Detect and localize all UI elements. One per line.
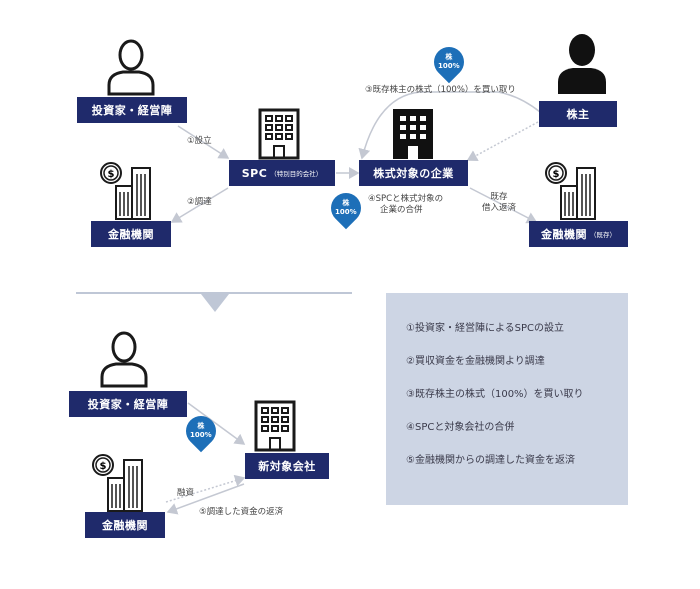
- arrow-buy: [358, 91, 541, 160]
- investor-box: 投資家・経営陣: [77, 97, 187, 123]
- label-merge-line2: 企業の合併: [380, 205, 423, 215]
- finance-existing-sub: （既存）: [590, 231, 616, 239]
- finance-existing-box: 金融機関（既存）: [529, 221, 628, 247]
- person-outline-icon-bottom: [100, 331, 148, 388]
- section-divider: [76, 292, 352, 294]
- label-merge: ④SPCと株式対象の 企業の合併: [368, 194, 443, 216]
- arrow-shares: [466, 121, 539, 161]
- steps-panel: ①投資家・経営陣によるSPCの設立 ②買収資金を金融機関より調達 ③既存株主の株…: [386, 293, 628, 505]
- label-loan: 融資: [177, 488, 195, 498]
- badge-bottom-line1: 株: [197, 422, 205, 431]
- person-outline-icon: [107, 39, 155, 96]
- building-outline-icon: [258, 108, 300, 160]
- step-item: ⑤金融機関からの調達した資金を返済: [406, 455, 575, 466]
- step-item: ④SPCと対象会社の合併: [406, 422, 515, 433]
- building-solid-icon: [393, 109, 433, 159]
- label-repay-line1: 既存: [490, 192, 508, 202]
- shareholder-box: 株主: [539, 101, 617, 127]
- spc-box-sub: （特別目的会社）: [270, 170, 323, 178]
- spc-box-main: SPC: [241, 166, 268, 180]
- label-repay-line2: 借入返済: [482, 203, 517, 213]
- badge-top-line1: 株: [445, 53, 453, 62]
- bank-buildings-icon: $: [100, 162, 151, 220]
- bank-buildings-icon-bottom: $: [92, 454, 143, 512]
- finance-box: 金融機関: [91, 221, 171, 247]
- bank-buildings-icon-existing: $: [545, 162, 596, 220]
- step-item: ①投資家・経営陣によるSPCの設立: [406, 323, 565, 334]
- investor-box-bottom: 投資家・経営陣: [69, 391, 187, 417]
- svg-text:$: $: [100, 461, 107, 472]
- label-setup: ①設立: [187, 136, 212, 146]
- target-company-box: 株式対象の企業: [359, 160, 468, 186]
- building-outline-icon-bottom: [254, 400, 296, 452]
- badge-bottom-line2: 100%: [190, 431, 212, 440]
- person-solid-icon: [558, 34, 606, 94]
- badge-mid-line2: 100%: [335, 208, 357, 217]
- badge-top-line2: 100%: [438, 62, 460, 71]
- label-repay-existing: 既存 借入返済: [482, 192, 516, 214]
- finance-existing-main: 金融機関: [541, 228, 587, 241]
- svg-text:$: $: [553, 169, 560, 180]
- label-merge-line1: ④SPCと株式対象の: [368, 194, 444, 204]
- spc-box: SPC（特別目的会社）: [229, 160, 335, 186]
- new-company-box: 新対象会社: [245, 453, 329, 479]
- step-item: ②買収資金を金融機関より調達: [406, 356, 545, 367]
- label-buy: ③既存株主の株式（100%）を買い取り: [365, 85, 516, 95]
- step-item: ③既存株主の株式（100%）を買い取り: [406, 389, 584, 400]
- svg-text:$: $: [108, 169, 115, 180]
- badge-mid-line1: 株: [342, 199, 350, 208]
- down-triangle-icon: [201, 294, 229, 312]
- label-raise: ②調達: [187, 197, 212, 207]
- finance-box-bottom: 金融機関: [85, 512, 165, 538]
- label-return: ⑤調達した資金の返済: [199, 507, 284, 517]
